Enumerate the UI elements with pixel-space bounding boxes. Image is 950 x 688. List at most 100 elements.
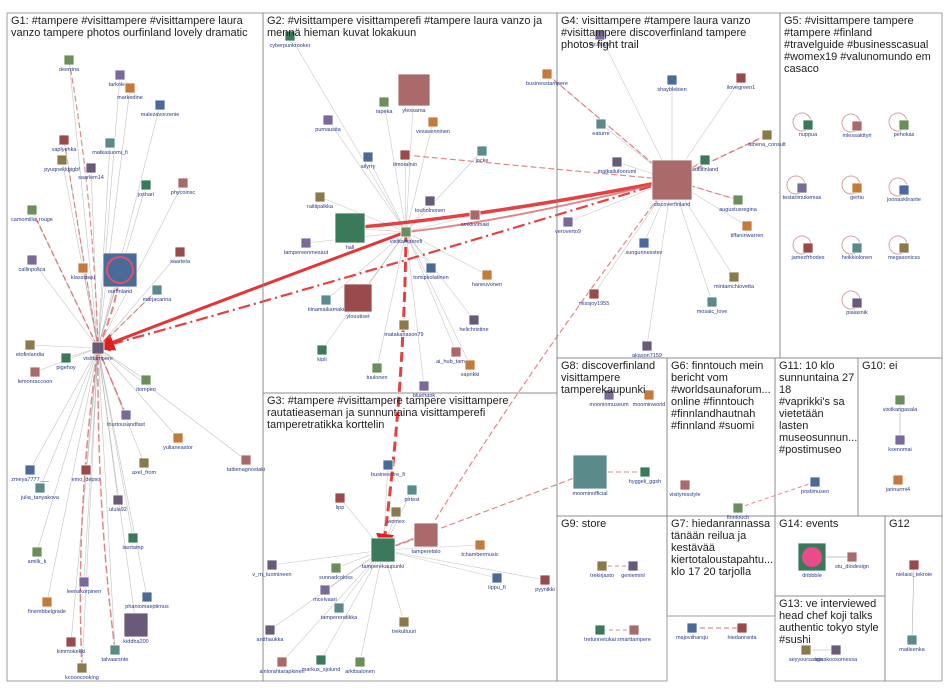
node-jarinurmi4[interactable]: jarinurmi4 xyxy=(885,475,910,493)
node-heikkiolonen[interactable]: heikkiolonen xyxy=(842,243,873,261)
node-pumausita[interactable]: pumausita xyxy=(315,115,341,133)
node-phycoinsc[interactable]: phycoinsc xyxy=(171,178,196,196)
node-hyggeli_ggsh[interactable]: hyggeli_ggsh xyxy=(629,467,661,485)
node-markus_sjolund[interactable]: markus_sjolund xyxy=(302,655,341,673)
node-sungunnesstex[interactable]: sungunnesstex xyxy=(626,238,663,256)
node-pirtest[interactable]: pirtest xyxy=(405,485,420,503)
node-helichristine[interactable]: helichristine xyxy=(459,315,488,333)
node-ainiorahtarapkinen[interactable]: ainiorahtarapkinen xyxy=(259,657,304,675)
node-tchambermusic[interactable]: tchambermusic xyxy=(461,540,499,558)
node-athena_consult[interactable]: athena_consult xyxy=(748,130,786,148)
node-mcelvaari[interactable]: mcelvaari xyxy=(313,585,337,603)
node-vaplyehka[interactable]: vaplyehka xyxy=(52,135,78,153)
node-haneuvonen[interactable]: haneuvonen xyxy=(472,270,502,288)
node-sunnadcoloss[interactable]: sunnadcoloss xyxy=(319,563,353,581)
node-ksenomai[interactable]: ksenomai xyxy=(888,435,912,453)
node-zmeya7777___[interactable]: zmeya7777___ xyxy=(11,465,50,483)
node-eaturre[interactable]: eaturre xyxy=(592,119,609,137)
node-tampereratikka[interactable]: tampereratikka xyxy=(321,603,358,621)
node-missjoy1955[interactable]: missjoy1955 xyxy=(579,289,610,307)
node-lemonraccoon[interactable]: lemonraccoon xyxy=(18,367,53,385)
node-tiinamaikamaki[interactable]: tiinamaikamaki xyxy=(308,295,344,313)
node-kipli[interactable]: kipli xyxy=(317,345,327,363)
node-visitkangasala[interactable]: visitkangasala xyxy=(883,395,918,413)
node-teisakoosomessa[interactable]: teisakoosomessa xyxy=(815,645,858,663)
node-etofinlandia[interactable]: etofinlandia xyxy=(16,340,45,358)
node-matakariason79[interactable]: matakariason79 xyxy=(384,320,423,338)
node-outlifinland[interactable]: outlifinland xyxy=(692,155,718,173)
node-tamperekaupunki[interactable]: tamperekaupunki xyxy=(362,538,404,570)
node-deerrina[interactable]: deerrina xyxy=(59,55,80,73)
node-visityresstyle[interactable]: visityresstyle xyxy=(669,480,700,498)
node-veroverto9[interactable]: veroverto9 xyxy=(555,217,581,235)
node-joonasklirante[interactable]: joonasklirante xyxy=(886,185,921,203)
node-ylouutiset[interactable]: ylouutiset xyxy=(344,284,372,320)
node-tattienagnostaki[interactable]: tattienagnostaki xyxy=(227,455,266,473)
node-gertiu[interactable]: gertiu xyxy=(850,183,864,201)
node-kcooocooking[interactable]: kcooocooking xyxy=(65,663,99,681)
node-genieminl[interactable]: genieminl xyxy=(621,561,645,579)
node-vesavenninen[interactable]: vesavenninen xyxy=(416,117,450,135)
node-matleenka[interactable]: matleenka xyxy=(899,635,925,653)
node-mintamchiovetta[interactable]: mintamchiovetta xyxy=(714,272,755,290)
node-tretunnetukai[interactable]: tretunnetukai xyxy=(584,625,616,643)
node-hall[interactable]: hall xyxy=(335,213,365,251)
node-tuulonen[interactable]: tuulonen xyxy=(366,363,387,381)
node-finembbelgrade[interactable]: finembbelgrade xyxy=(28,597,66,615)
node-callinpolica[interactable]: callinpolica xyxy=(19,255,47,273)
node-nuppua[interactable]: nuppua xyxy=(799,120,818,138)
node-v_m_tuomineen[interactable]: v_m_tuomineen xyxy=(252,560,291,578)
node-trekultuuri[interactable]: trekultuuri xyxy=(392,617,416,635)
node-moominofficial[interactable]: moominofficial xyxy=(572,455,607,497)
node-talvaarsnte[interactable]: talvaarsnte xyxy=(102,645,129,663)
node-malezavorzenie[interactable]: malezavorzenie xyxy=(141,100,180,118)
node-kiddha200[interactable]: kiddha200 xyxy=(123,613,148,645)
node-tamperetalo[interactable]: tamperetalo xyxy=(411,523,440,555)
node-ilovegreen1[interactable]: ilovegreen1 xyxy=(727,73,755,91)
node-touholnonen[interactable]: touholnonen xyxy=(415,196,445,214)
node-matkasuomi_fi[interactable]: matkasuomi_fi xyxy=(92,138,127,156)
node-timoralnio[interactable]: timoralnio xyxy=(393,150,417,168)
node-saarlem14[interactable]: saarlem14 xyxy=(78,163,104,181)
node-postimuseo[interactable]: postimuseo xyxy=(801,477,829,495)
node-lipp[interactable]: lipp xyxy=(335,493,345,511)
node-nielaisi_tekroie[interactable]: nielaisi_tekroie xyxy=(896,560,932,578)
node-emo_depso[interactable]: emo_depso xyxy=(72,465,101,483)
node-hiedanranta[interactable]: hiedanranta xyxy=(727,623,757,641)
node-itomperi[interactable]: itomperi xyxy=(136,375,156,393)
node-arkitsalonen[interactable]: arkitsalonen xyxy=(345,657,375,675)
node-saarteta[interactable]: saarteta xyxy=(170,247,191,265)
node-antthaukka[interactable]: antthaukka xyxy=(257,625,285,643)
node-camomilla_rouge[interactable]: camomilla_rouge xyxy=(11,205,53,223)
node-lasrtamp[interactable]: lasrtamp xyxy=(122,533,143,551)
node-majoviiharsju[interactable]: majoviiharsju xyxy=(676,623,708,641)
node-ulula92[interactable]: ulula92 xyxy=(109,495,127,513)
node-yulianeastor[interactable]: yulianeastor xyxy=(163,433,193,451)
node-rapeka[interactable]: rapeka xyxy=(376,97,394,115)
node-tiffaninwarren[interactable]: tiffaninwarren xyxy=(731,221,764,239)
node-axel_from[interactable]: axel_from xyxy=(132,458,157,476)
node-klassipaju[interactable]: klassipaju xyxy=(71,263,95,281)
node-pehokas[interactable]: pehokas xyxy=(894,120,915,138)
node-matkailufoorumi[interactable]: matkailufoorumi xyxy=(598,157,637,175)
node-leenakorpinen[interactable]: leenakorpinen xyxy=(67,577,102,595)
node-businesstre_fi[interactable]: businesstre_fi xyxy=(371,460,405,478)
node-mosaic_love[interactable]: mosaic_love xyxy=(697,297,728,315)
node-piaiasnik[interactable]: piaiasnik xyxy=(846,298,868,316)
node-akason7159[interactable]: akason7159 xyxy=(632,341,662,359)
node-amilk_k[interactable]: amilk_k xyxy=(28,547,47,565)
node-stu_diodesign[interactable]: stu_diodesign xyxy=(835,552,869,570)
node-lippu_fi[interactable]: lippu_fi xyxy=(488,573,505,591)
node-augustusregina[interactable]: augustusregina xyxy=(719,195,758,213)
node-mlessakttyri[interactable]: mlessakttyri xyxy=(842,121,871,139)
node-ylexsama[interactable]: ylexsama xyxy=(398,74,430,114)
node-businesstampere[interactable]: businesstampere xyxy=(526,69,568,87)
node-ailyrry[interactable]: ailyrry xyxy=(361,152,376,170)
node-shayblebien[interactable]: shayblebien xyxy=(657,75,686,93)
node-fourtousandfast[interactable]: fourtousandfast xyxy=(107,410,145,428)
node-pyuqnekkgigbf[interactable]: pyuqnekkgigbf xyxy=(44,155,80,173)
node-julia_tanyakova[interactable]: julia_tanyakova xyxy=(20,483,60,501)
node-tampereenmesaut[interactable]: tampereenmesaut xyxy=(284,238,329,256)
node-jocke[interactable]: jocke xyxy=(475,146,489,164)
node-joshari[interactable]: joshari xyxy=(137,180,154,198)
